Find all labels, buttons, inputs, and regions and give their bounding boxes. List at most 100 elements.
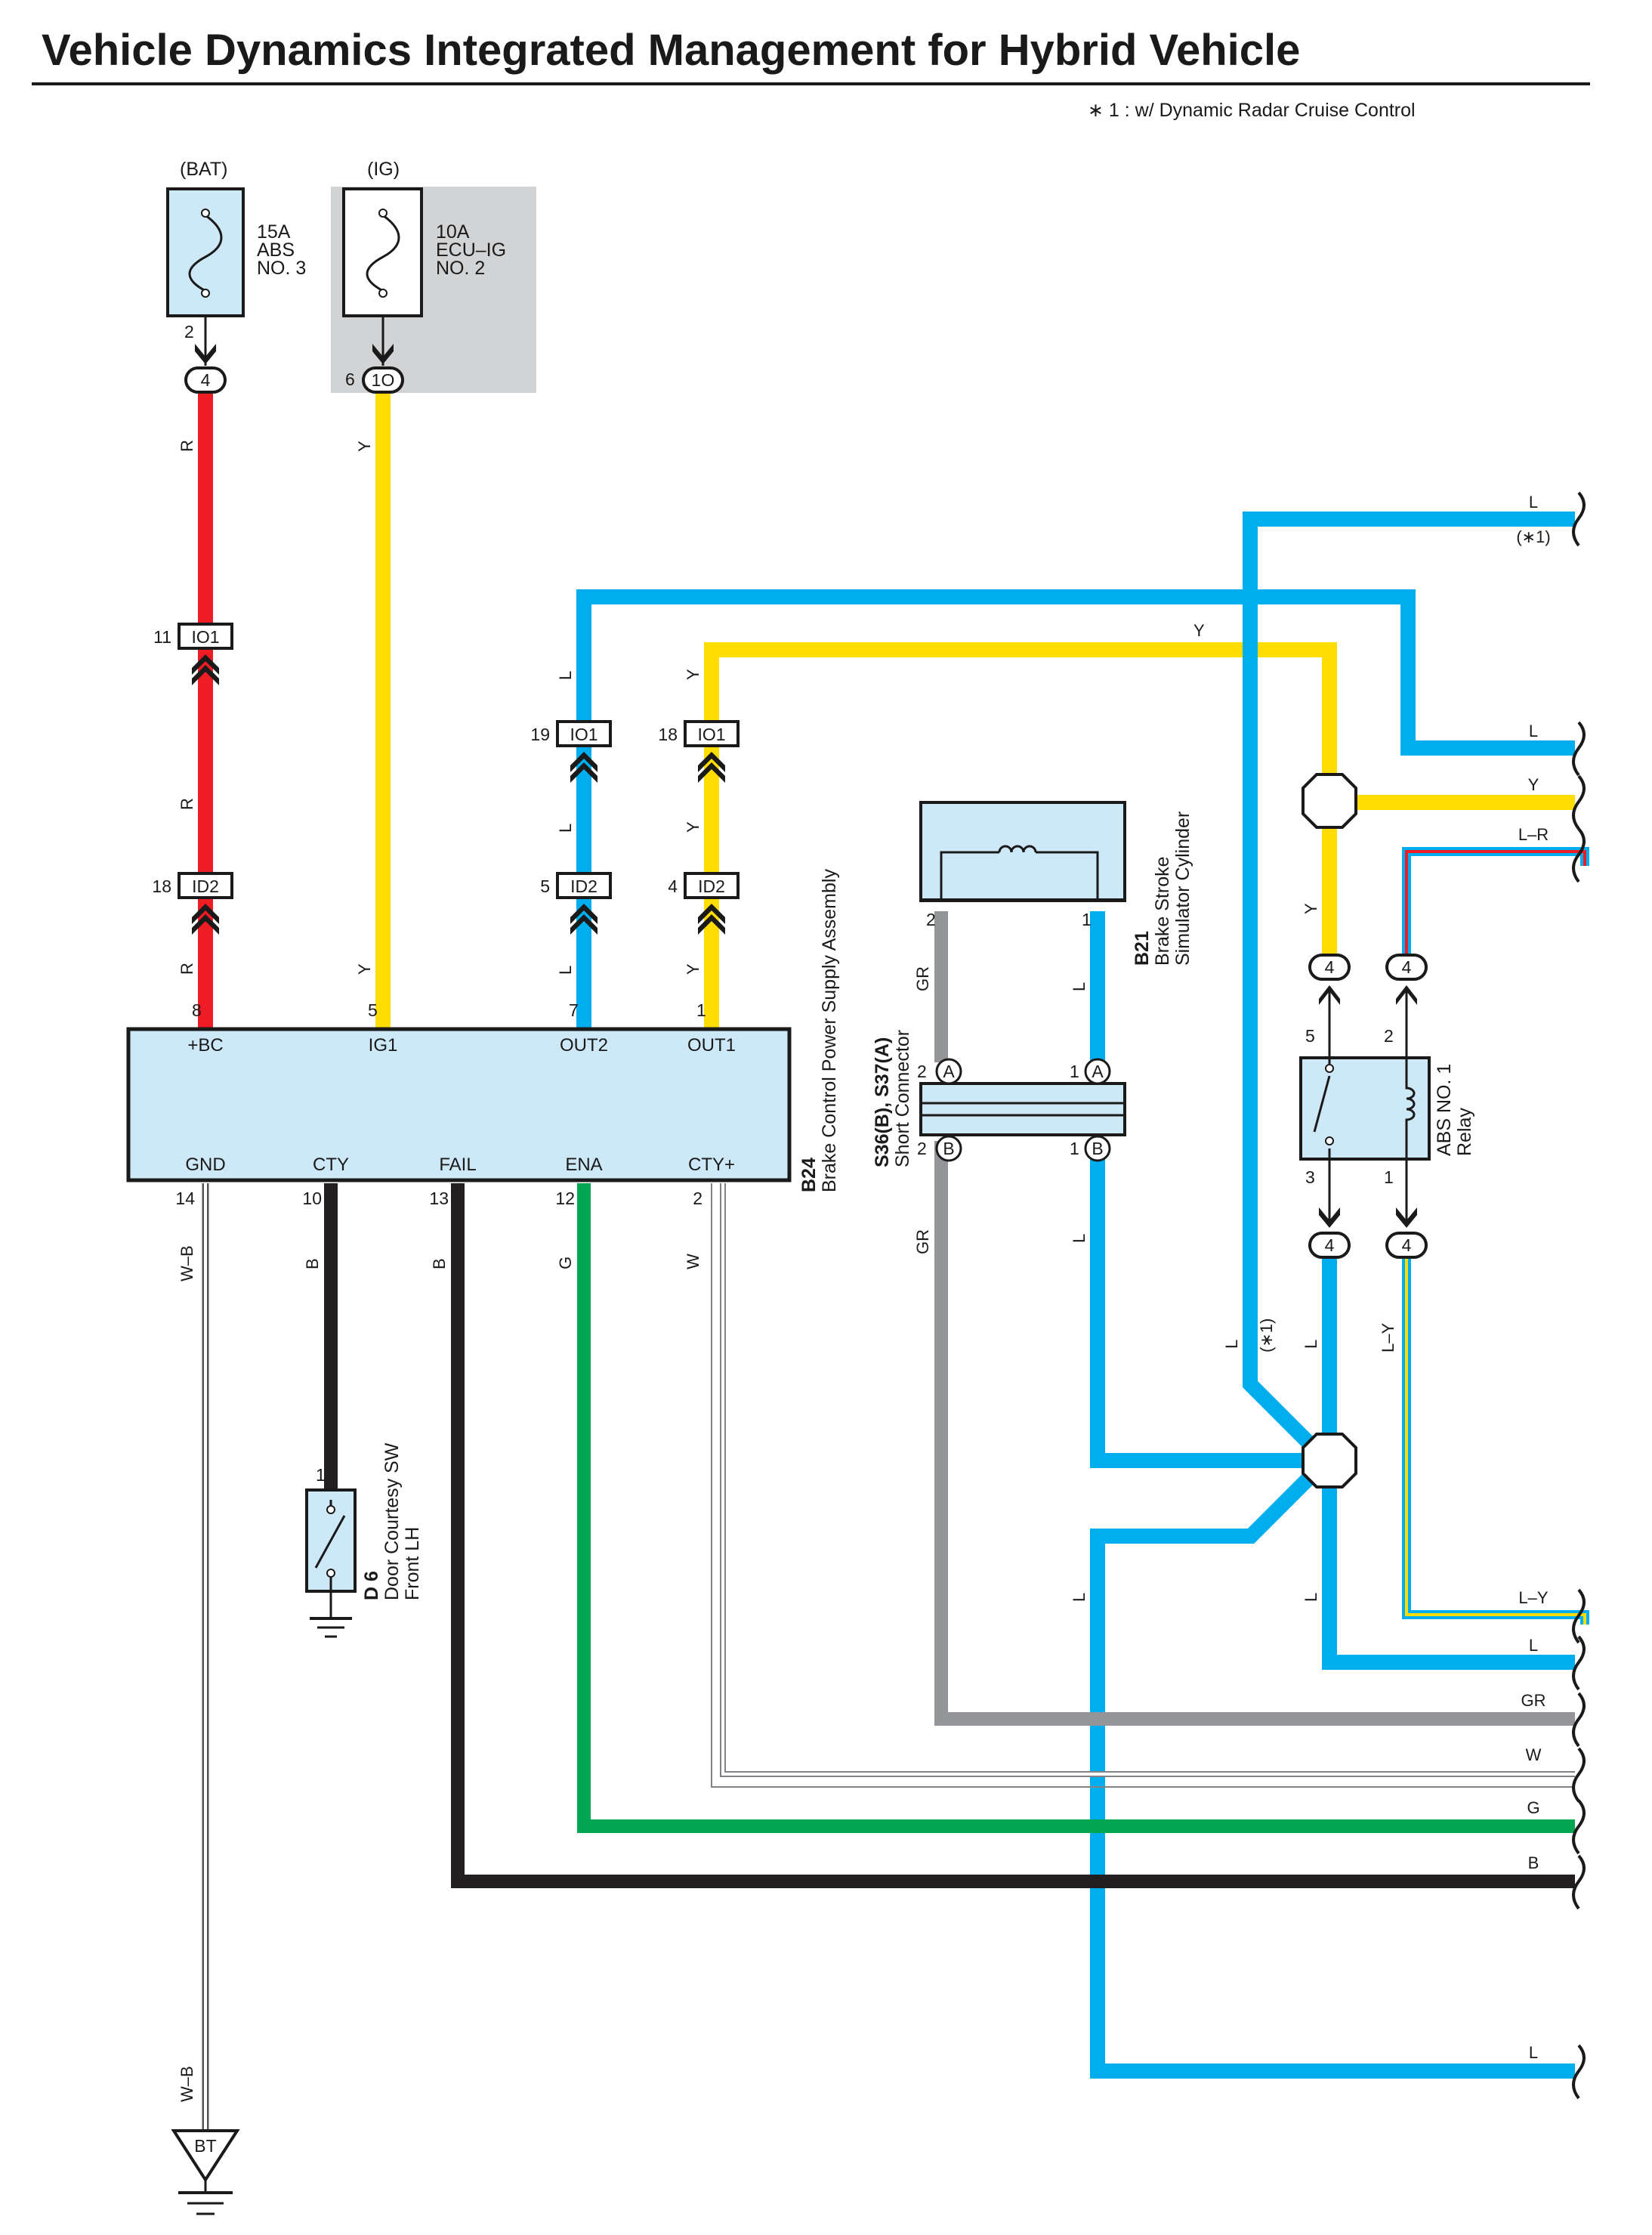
relay-pin-3: 3: [1305, 1167, 1315, 1187]
ig-fuse-rating: 10A: [436, 221, 470, 243]
wire-white-outer: [720, 1183, 1575, 1777]
bat-arrow: [195, 344, 216, 364]
svg-text:B: B: [430, 1258, 449, 1269]
svg-text:2: 2: [917, 1062, 927, 1081]
bat-label: (BAT): [180, 159, 227, 180]
ground-name: BT: [194, 2136, 216, 2156]
svg-text:Y: Y: [684, 821, 702, 833]
d6-door-courtesy-switch: 1: [305, 1465, 357, 1638]
b24-term-ena: ENA: [565, 1155, 602, 1175]
svg-text:L–Y: L–Y: [1379, 1323, 1397, 1352]
wire-lr-stripe: [1405, 850, 1586, 969]
svg-text:A: A: [1092, 1062, 1104, 1081]
svg-text:G: G: [556, 1257, 575, 1269]
svg-text:W: W: [684, 1254, 702, 1269]
relay-pin-5: 5: [1305, 1026, 1315, 1046]
svg-text:IO1: IO1: [191, 627, 219, 647]
svg-text:19: 19: [530, 725, 550, 744]
svg-text:L: L: [1070, 982, 1088, 991]
svg-text:2: 2: [917, 1139, 927, 1158]
b21-code: B21: [1132, 931, 1153, 966]
svg-text:R: R: [178, 798, 196, 810]
wire-ly-stripe: [1405, 1244, 1586, 1624]
wire-blue-relay3: [1322, 1244, 1575, 1670]
junction-id2-bc: ID2 18: [152, 872, 233, 935]
b21-brake-stroke-simulator: 2 1: [919, 801, 1126, 929]
b24-brake-control-power-supply: 8 +BC 5 IG1 7 OUT2 1 OUT1 GND 14 CTY 10 …: [126, 1000, 792, 1208]
svg-text:L: L: [556, 966, 575, 975]
b24-term-out2: OUT2: [560, 1035, 608, 1056]
edge-label-l-4: L: [1529, 2043, 1538, 2062]
svg-text:A: A: [943, 1062, 955, 1081]
bat-connector: 4: [184, 366, 227, 394]
ig-fuse-name: ECU–IG: [436, 240, 506, 261]
svg-text:Y: Y: [684, 669, 702, 680]
svg-text:L: L: [1302, 1340, 1320, 1349]
svg-text:GR: GR: [913, 1229, 932, 1254]
edge-label-gr: GR: [1521, 1691, 1546, 1710]
edge-label-b: B: [1528, 1853, 1539, 1872]
svg-text:B: B: [943, 1139, 954, 1158]
junction-id2-out2: ID2 5: [540, 872, 612, 935]
svg-text:L: L: [1070, 1593, 1088, 1602]
ig-arrow: [372, 344, 394, 364]
svg-text:Y: Y: [1302, 903, 1320, 914]
b21-pin-left: 2: [926, 910, 936, 929]
svg-text:Y: Y: [355, 441, 374, 452]
short-connector-name: Short Connector: [892, 1030, 913, 1167]
b24-pin-out1: 1: [696, 1000, 706, 1020]
b24-term-fail: FAIL: [439, 1155, 476, 1175]
svg-text:1: 1: [1070, 1062, 1079, 1081]
ig-fuse-number: NO. 2: [436, 258, 485, 279]
b24-term-bc: +BC: [187, 1035, 223, 1056]
svg-text:Y: Y: [355, 963, 374, 975]
edge-label-l-star1: L: [1529, 493, 1538, 512]
junction-io1-bc: IO1 11: [153, 623, 233, 685]
b24-term-cty: CTY: [313, 1155, 349, 1175]
edge-label-l-3: L: [1529, 1636, 1538, 1655]
footnote: ∗ 1 : w/ Dynamic Radar Cruise Control: [1088, 100, 1416, 121]
d6-name-line1: Door Courtesy SW: [381, 1442, 403, 1600]
short-connector-s36-s37: A A B B 2 1 2 1: [917, 1058, 1126, 1162]
wire-black-fail: [451, 1183, 1575, 1888]
wire-lr-base: [1402, 847, 1589, 969]
b24-code: B24: [798, 1158, 820, 1192]
bat-fuse-rating: 15A: [257, 221, 291, 243]
svg-text:R: R: [178, 963, 196, 975]
bat-fuse-name: ABS: [257, 240, 295, 261]
svg-text:1: 1: [1070, 1139, 1079, 1158]
svg-text:IO1: IO1: [697, 725, 725, 744]
svg-text:W–B: W–B: [178, 1245, 196, 1281]
b21-pin-right: 1: [1082, 910, 1092, 929]
b24-term-out1: OUT1: [687, 1035, 736, 1056]
svg-text:L: L: [1222, 1340, 1241, 1349]
b24-pin-cty-plus: 2: [693, 1189, 702, 1208]
bat-connector-no: 4: [201, 370, 211, 390]
abs-no1-relay: 5 2 3 1: [1299, 990, 1431, 1223]
svg-text:IO1: IO1: [570, 725, 597, 744]
b21-name-line1: Brake Stroke: [1152, 856, 1173, 966]
b24-term-cty-plus: CTY+: [688, 1155, 735, 1175]
ig-pin: 6: [345, 369, 355, 389]
b24-pin-gnd: 14: [175, 1189, 195, 1208]
svg-text:L: L: [1070, 1234, 1088, 1243]
wire-ly-base: [1402, 1244, 1589, 1624]
svg-text:4: 4: [1325, 957, 1335, 977]
d6-pin: 1: [316, 1465, 326, 1485]
edge-label-lr: L–R: [1518, 825, 1549, 844]
b24-term-gnd: GND: [185, 1155, 225, 1175]
edge-label-y: Y: [1528, 775, 1539, 794]
wire-blue-b1-junction: [1090, 1141, 1329, 1468]
svg-text:L: L: [556, 671, 575, 680]
edge-label-ly: L–Y: [1518, 1588, 1548, 1607]
svg-text:Y: Y: [1193, 621, 1205, 640]
svg-text:GR: GR: [913, 966, 932, 991]
b24-pin-bc: 8: [192, 1000, 202, 1020]
junction-io1-out2: IO1 19: [530, 720, 612, 783]
bat-pin: 2: [184, 322, 194, 342]
edge-label-g: G: [1527, 1798, 1539, 1817]
relay-name: Relay: [1454, 1108, 1475, 1156]
svg-text:4: 4: [1402, 957, 1412, 977]
